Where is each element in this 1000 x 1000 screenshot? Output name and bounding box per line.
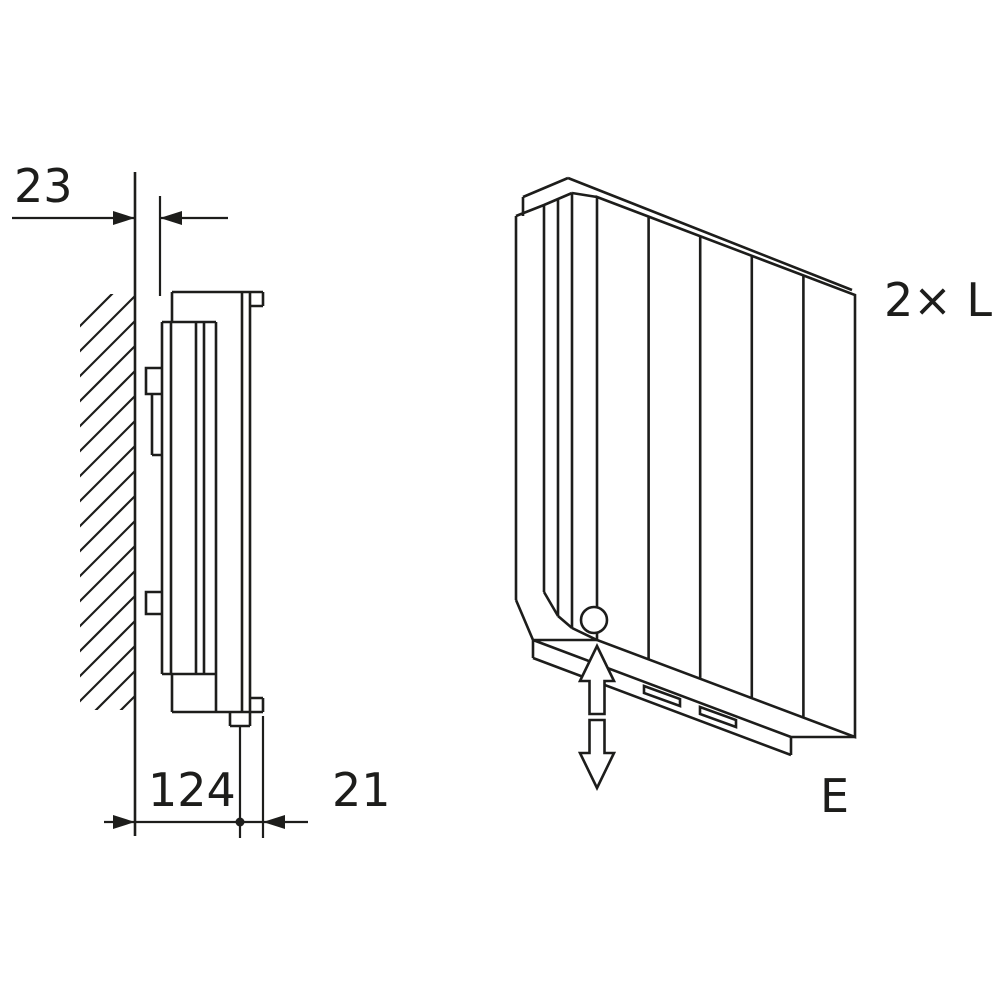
wall-hatch xyxy=(80,294,136,710)
entry-label-E: E xyxy=(820,769,849,823)
dimension-dot xyxy=(235,817,245,827)
dim-21-label: 21 xyxy=(332,763,391,817)
top-and-side-edges xyxy=(514,176,853,628)
dimension-23: 23 xyxy=(12,159,228,296)
foot-slots xyxy=(642,684,738,729)
mounting-brackets xyxy=(144,366,162,616)
arrow-right-icon xyxy=(113,211,135,225)
down-arrow-icon xyxy=(577,718,617,791)
radiator-side-profile xyxy=(160,290,265,728)
up-down-arrow-icon xyxy=(577,643,617,791)
perspective-view: 2× L E xyxy=(514,176,992,823)
dim-124-label: 124 xyxy=(148,763,236,817)
arrow-right-icon xyxy=(113,815,135,829)
arrow-left-icon xyxy=(160,211,182,225)
up-arrow-icon xyxy=(577,643,617,716)
bottom-foot xyxy=(514,591,855,757)
arrow-left-icon xyxy=(263,815,285,829)
dimension-bottom: 124 21 xyxy=(104,716,391,838)
radiator-front-face xyxy=(595,195,857,739)
dim-23-label: 23 xyxy=(14,159,73,213)
side-view: 23 124 21 xyxy=(12,159,391,838)
drain-valve-circle xyxy=(579,605,609,635)
connection-label-2xL: 2× L xyxy=(884,273,992,327)
